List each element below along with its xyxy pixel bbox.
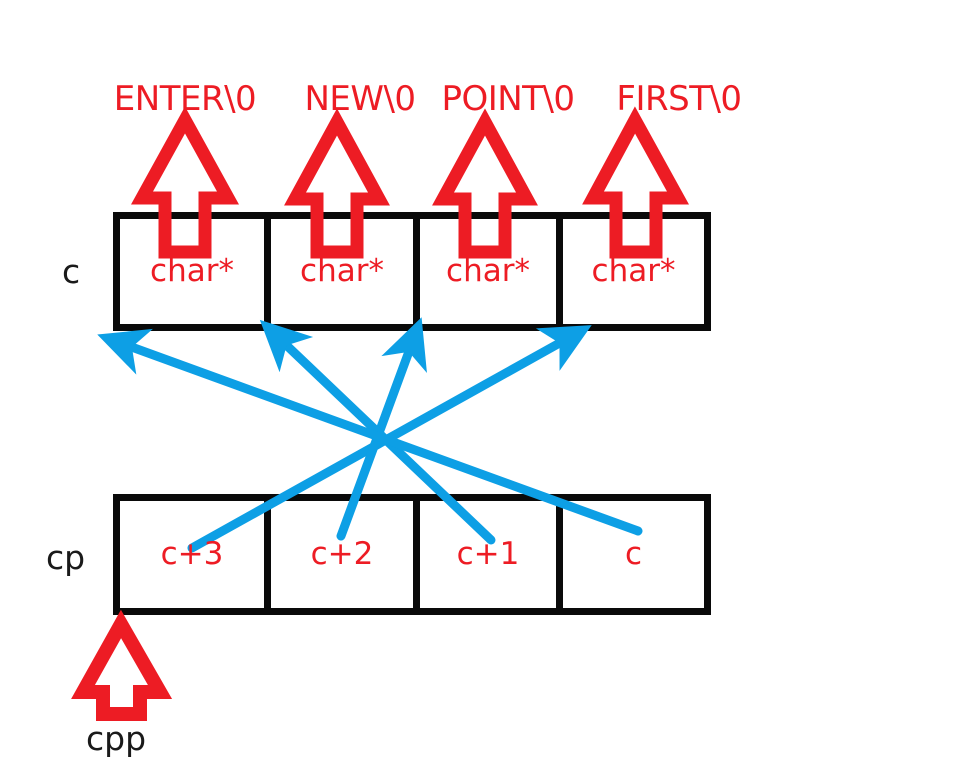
cp-cell-0[interactable]: c+3 [113, 494, 271, 615]
cp-cell-2[interactable]: c+1 [413, 494, 563, 615]
row-label-c: c [62, 252, 81, 291]
c-cell-3[interactable]: char* [556, 212, 711, 331]
c-cell-0[interactable]: char* [113, 212, 271, 331]
c-cell-2-text: char* [446, 253, 530, 289]
c-cell-2[interactable]: char* [413, 212, 563, 331]
row-label-cp: cp [46, 538, 86, 577]
c-cell-1-text: char* [300, 253, 384, 289]
c-cell-3-text: char* [591, 253, 676, 289]
array-row-cp: c+3 c+2 c+1 c [113, 494, 718, 615]
array-row-c: char* char* char* char* [113, 212, 718, 331]
string-label-new: NEW\0 [304, 79, 416, 119]
cp-cell-3-text: c [624, 536, 643, 572]
cp-cell-3[interactable]: c [556, 494, 711, 615]
cp-cell-0-text: c+3 [160, 536, 224, 572]
cp-cell-2-text: c+1 [456, 536, 520, 572]
string-label-point: POINT\0 [441, 79, 575, 119]
string-label-first: FIRST\0 [616, 79, 742, 119]
c-cell-1[interactable]: char* [264, 212, 420, 331]
cp-cell-1[interactable]: c+2 [264, 494, 420, 615]
c-cell-0-text: char* [150, 253, 234, 289]
cpp-pointer-arrow [71, 609, 173, 721]
cp-cell-1-text: c+2 [310, 536, 374, 572]
row-label-cpp: cpp [86, 719, 147, 758]
string-label-enter: ENTER\0 [113, 79, 257, 119]
